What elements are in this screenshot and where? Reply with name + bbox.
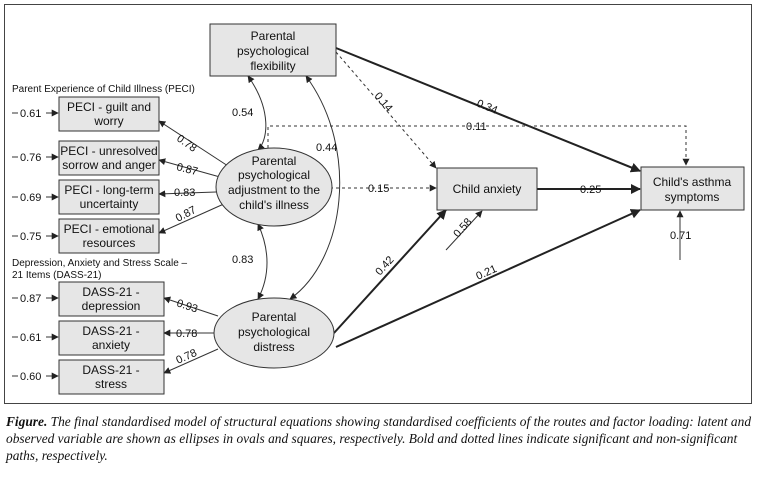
error-dass-anxiety: 0.61 (20, 332, 41, 344)
loading-label-dass-anxiety: 0.78 (176, 328, 197, 340)
coef-adjust-distress: 0.83 (232, 254, 253, 266)
path-flex-distress (289, 75, 341, 300)
error-peci-resources: 0.75 (20, 231, 41, 243)
node-dass-depression: DASS-21 -depression (58, 281, 165, 317)
error-peci-sorrow: 0.76 (20, 152, 41, 164)
path-distress-asthma (335, 209, 641, 348)
loading-peci-sorrow (158, 158, 221, 178)
error-child-anxiety: 0.58 (451, 216, 474, 240)
path-flex-adjust (247, 75, 267, 151)
path-adjust-asthma (267, 125, 690, 166)
path-diagram: Parent Experience of Child Illness (PECI… (12, 23, 745, 395)
error-dass-depression: 0.87 (20, 293, 41, 305)
node-dass-stress: DASS-21 -stress (58, 359, 165, 395)
loading-label-dass-stress: 0.78 (174, 347, 198, 367)
node-child-anxiety: Child anxiety (436, 167, 538, 211)
loading-label-peci-resources: 0.87 (174, 204, 199, 225)
coef-adjust-anxiety: 0.15 (368, 183, 389, 195)
node-dass-anxiety: DASS-21 -anxiety (58, 320, 165, 356)
coef-flex-adjust: 0.54 (232, 107, 253, 119)
loading-peci-guilt (158, 120, 229, 167)
coef-adjust-asthma: 0.11 (466, 121, 487, 133)
caption-text: The final standardised model of structur… (6, 414, 752, 463)
loading-peci-resources (158, 202, 227, 234)
loading-label-dass-depression: 0.93 (175, 297, 199, 315)
loading-dass-depression (163, 296, 219, 317)
loading-label-peci-guilt: 0.78 (174, 133, 198, 155)
loading-peci-uncertainty (158, 190, 217, 198)
svg-text:Parent Experience of Child Ill: Parent Experience of Child Illness (PECI… (12, 84, 195, 95)
error-peci-uncertainty: 0.69 (20, 192, 41, 204)
path-flex-asthma (335, 47, 641, 173)
coef-flex-asthma: 0.34 (475, 98, 499, 117)
figure-caption: Figure. The final standardised model of … (6, 413, 752, 464)
svg-text:DASS-21 -depression: DASS-21 -depression (82, 285, 141, 313)
svg-text:Depression, Anxiety and Stress: Depression, Anxiety and Stress Scale –21… (12, 258, 188, 281)
error-peci-guilt: 0.61 (20, 108, 41, 120)
error-dass-stress: 0.60 (20, 371, 41, 383)
svg-text:DASS-21 -anxiety: DASS-21 -anxiety (82, 324, 139, 352)
coef-anxiety-asthma: 0.25 (580, 184, 601, 196)
path-flex-anxiety (335, 51, 437, 169)
caption-label: Figure. (6, 414, 48, 429)
section-title-peci: Parent Experience of Child Illness (PECI… (12, 84, 195, 95)
error-arrow-child-anxiety (445, 210, 483, 251)
coef-flex-distress: 0.44 (316, 142, 337, 154)
loading-label-peci-sorrow: 0.87 (175, 161, 199, 178)
diagram-frame (4, 4, 752, 404)
path-adjust-distress (257, 223, 268, 300)
section-title-dass: Depression, Anxiety and Stress Scale –21… (12, 258, 188, 281)
coef-distress-anxiety: 0.42 (373, 254, 396, 278)
coef-flex-anxiety: 0.14 (372, 90, 395, 114)
path-distress-anxiety (333, 209, 447, 334)
error-asthma: 0.71 (670, 230, 691, 242)
loading-label-peci-uncertainty: 0.83 (174, 187, 195, 199)
loading-dass-stress (163, 348, 219, 374)
svg-text:DASS-21 -stress: DASS-21 -stress (82, 363, 139, 391)
svg-text:Child anxiety: Child anxiety (453, 182, 522, 196)
